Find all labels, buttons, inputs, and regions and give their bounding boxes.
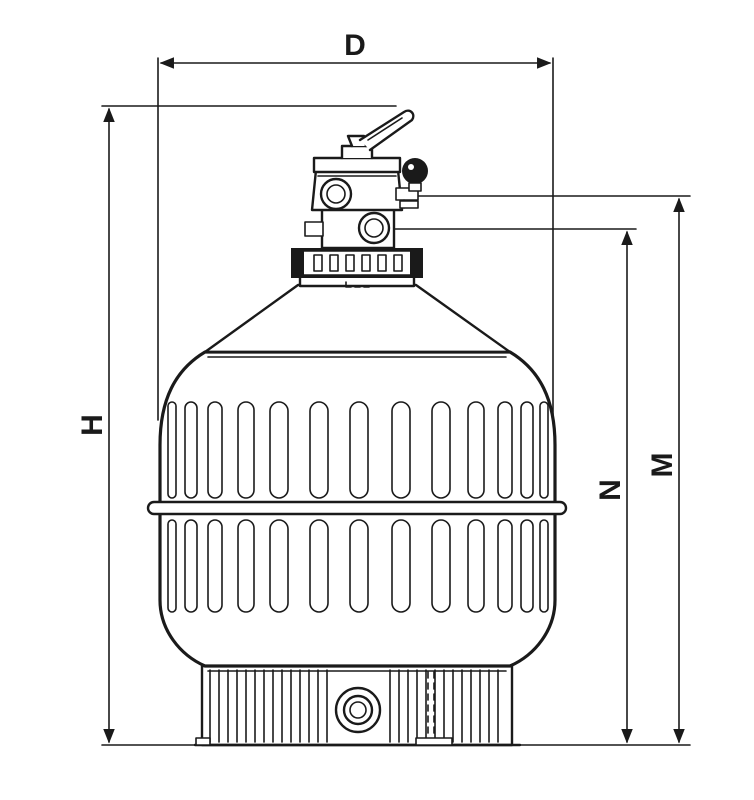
valve-handle-icon	[340, 109, 415, 160]
upper-port-icon	[319, 177, 353, 211]
tank-rib-upper	[539, 401, 549, 499]
tank-rib-upper	[167, 401, 177, 499]
dimension-h: H	[76, 105, 397, 746]
tank-rib-upper	[237, 401, 255, 499]
tank-rib-lower	[269, 519, 289, 613]
dimension-m-label: M	[646, 453, 679, 478]
collar-rib	[329, 254, 339, 272]
tank-rib-lower	[520, 519, 534, 613]
tank-rib-lower	[539, 519, 549, 613]
tank-rib-upper	[269, 401, 289, 499]
collar-rib	[377, 254, 387, 272]
dimension-d-label: D	[344, 29, 366, 62]
collar-rib	[361, 254, 371, 272]
tank-rib-upper	[309, 401, 329, 499]
tank-rib-lower	[349, 519, 369, 613]
tank-rib-upper	[207, 401, 223, 499]
collar-rib	[313, 254, 323, 272]
collar-ribs	[313, 254, 403, 272]
filter-tank	[146, 283, 568, 672]
tank-ribs	[167, 401, 549, 613]
collar-rib	[345, 254, 355, 272]
collar-rib	[393, 254, 403, 272]
filter-base	[193, 664, 522, 747]
dimension-h-label: H	[76, 414, 109, 436]
tank-rib-lower	[309, 519, 329, 613]
tank-rib-lower	[467, 519, 485, 613]
tank-rib-upper	[184, 401, 198, 499]
tank-collar	[291, 248, 423, 288]
base-ribs	[209, 669, 499, 743]
tank-rib-lower	[237, 519, 255, 613]
tank-rib-upper	[520, 401, 534, 499]
lower-port-icon	[357, 211, 391, 245]
tank-rib-lower	[184, 519, 198, 613]
tank-rib-lower	[431, 519, 451, 613]
multiport-valve	[304, 109, 428, 287]
tank-rib-lower	[167, 519, 177, 613]
tank-rib-upper	[467, 401, 485, 499]
dimension-n: N	[385, 228, 637, 744]
tank-rib-lower	[497, 519, 513, 613]
tank-rib-upper	[431, 401, 451, 499]
dimension-n-label: N	[594, 479, 627, 501]
tank-rib-lower	[391, 519, 411, 613]
drain-port-icon	[334, 686, 382, 734]
tank-rib-upper	[497, 401, 513, 499]
tank-rib-upper	[349, 401, 369, 499]
dimension-d: D	[157, 29, 554, 421]
tank-rib-lower	[207, 519, 223, 613]
dimension-m: M	[397, 195, 691, 746]
pressure-gauge-icon	[402, 158, 428, 192]
tank-rib-upper	[391, 401, 411, 499]
